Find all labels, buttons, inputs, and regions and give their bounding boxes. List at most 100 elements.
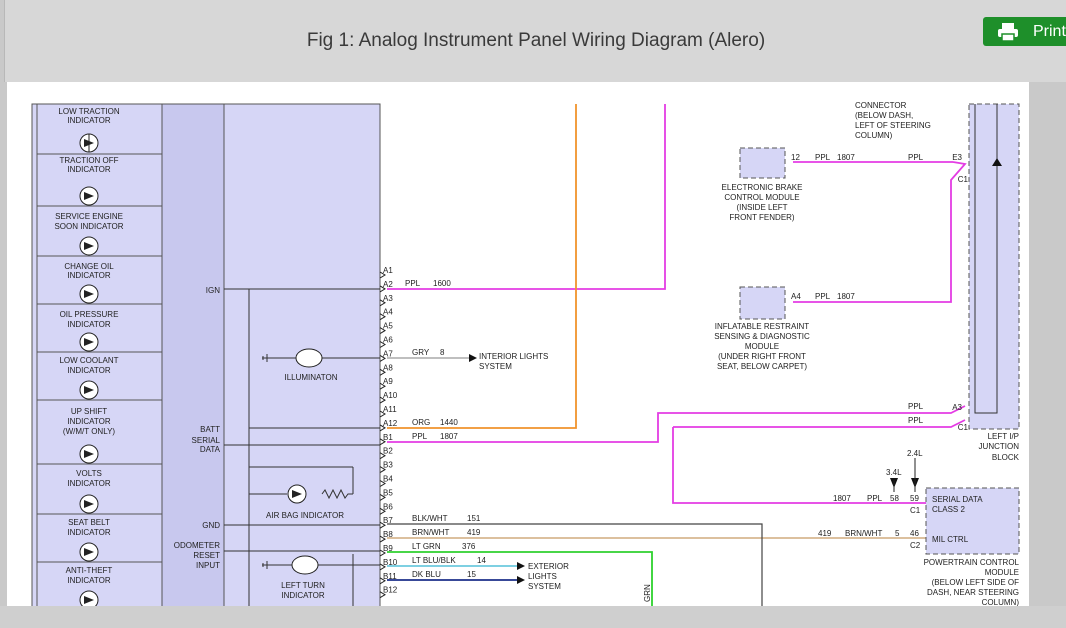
pin-mark-b8 <box>379 535 386 543</box>
pin-label-b12: B12 <box>383 586 398 595</box>
label-oil-pressure-2: INDICATOR <box>67 320 110 329</box>
wire-a2-circuit: 1600 <box>433 279 451 288</box>
label-volts-2: INDICATOR <box>67 479 110 488</box>
pcm-brnwht: BRN/WHT <box>845 529 882 538</box>
pin-mark-a6 <box>379 341 386 348</box>
pin-mark-a7 <box>379 354 386 362</box>
wire-b8-color: BRN/WHT <box>412 528 449 537</box>
pin-mark-a5 <box>379 327 386 335</box>
label-left-turn-1: LEFT TURN <box>281 581 325 590</box>
wire-b11-color: DK BLU <box>412 570 441 579</box>
wire-a12-org <box>387 104 577 429</box>
wire-a12-color: ORG <box>412 418 430 427</box>
pin-mark-a8 <box>379 368 386 376</box>
pin-label-a1: A1 <box>383 266 393 275</box>
label-batt: BATT <box>200 425 220 434</box>
ebcm-label-1: ELECTRONIC BRAKE <box>722 183 803 192</box>
pin-label-a2: A2 <box>383 280 393 289</box>
wire-b9-color: LT GRN <box>412 542 441 551</box>
pin-mark-b3 <box>379 466 386 474</box>
interior-lights-1: INTERIOR LIGHTS <box>479 352 548 361</box>
wire-b7-blkwht <box>387 523 763 606</box>
wire-b7-circuit: 151 <box>467 514 481 523</box>
pin-label-a3: A3 <box>383 294 393 303</box>
illumination-lamp-icon <box>295 348 323 368</box>
junction-ppl-1: PPL <box>908 402 924 411</box>
pin-label-b8: B8 <box>383 530 393 539</box>
label-service-engine-1: SERVICE ENGINE <box>55 212 123 221</box>
irs-label-3: MODULE <box>745 342 779 351</box>
label-up-shift-2: INDICATOR <box>67 417 110 426</box>
wire-b11-circuit: 15 <box>467 570 476 579</box>
pin-label-a8: A8 <box>383 363 393 372</box>
irs-wire: PPL <box>815 292 831 301</box>
pin-label-a9: A9 <box>383 377 393 386</box>
pin-label-a6: A6 <box>383 336 393 345</box>
ebcm-label-2: CONTROL MODULE <box>724 193 799 202</box>
label-low-coolant-2: INDICATOR <box>67 366 110 375</box>
pcm-label-2: MODULE <box>985 568 1019 577</box>
junction-label-3: BLOCK <box>992 453 1020 462</box>
printer-icon <box>998 23 1018 42</box>
pin-mark-a4 <box>379 313 386 321</box>
pin-label-b5: B5 <box>383 488 393 497</box>
exterior-lights-1: EXTERIOR <box>528 562 569 571</box>
pcm-label-4: DASH, NEAR STEERING <box>927 588 1019 597</box>
pin-mark-a11 <box>379 410 386 418</box>
wire-e3-c1-ppl <box>793 161 967 303</box>
label-ign: IGN <box>206 286 220 295</box>
pcm-circuit-419: 419 <box>818 529 832 538</box>
pin-mark-b2 <box>379 452 386 460</box>
pcm-pin-46: 46 <box>910 529 919 538</box>
pcm-c1: C1 <box>910 506 921 515</box>
indicator-change-oil: CHANGE OIL INDICATOR <box>37 236 162 280</box>
wire-a2-color: PPL <box>405 279 421 288</box>
page-title: Fig 1: Analog Instrument Panel Wiring Di… <box>306 30 766 51</box>
ebcm-module <box>739 147 786 179</box>
pin-label-a7: A7 <box>383 349 393 358</box>
label-change-oil-1: CHANGE OIL <box>64 262 114 271</box>
pin-mark-b10 <box>379 563 386 571</box>
pin-mark-b11 <box>379 577 386 585</box>
pcm-c2: C2 <box>910 541 921 550</box>
ebcm-pin: 12 <box>791 153 800 162</box>
pcm-pin-59: 59 <box>910 494 919 503</box>
pin-label-a5: A5 <box>383 322 393 331</box>
ebcm-wire: PPL <box>815 153 831 162</box>
label-illumination: ILLUMINATON <box>284 373 337 382</box>
label-change-oil-2: INDICATOR <box>67 271 110 280</box>
wire-b1-ppl <box>387 405 966 443</box>
label-gnd: GND <box>202 521 220 530</box>
label-anti-theft-2: INDICATOR <box>67 576 110 585</box>
label-volts-1: VOLTS <box>76 469 102 478</box>
junction-e3: E3 <box>952 153 962 162</box>
pcm-3-4l: 3.4L <box>886 468 902 477</box>
wire-layer <box>387 104 967 606</box>
pin-mark-b12 <box>379 591 386 599</box>
cluster-internal-lines <box>224 288 380 606</box>
label-serial-2: DATA <box>200 445 221 454</box>
wire-b1-circuit: 1807 <box>440 432 458 441</box>
wire-a2-ppl <box>387 104 666 290</box>
label-traction-off-2: INDICATOR <box>67 165 110 174</box>
led-arrows <box>84 139 94 604</box>
header-bar: Fig 1: Analog Instrument Panel Wiring Di… <box>4 0 1066 82</box>
pcm-serial-1: SERIAL DATA <box>932 495 983 504</box>
wiring-diagram: LOW TRACTION INDICATOR TRACTION OFF INDI… <box>31 101 1020 606</box>
pin-mark-b9 <box>379 549 386 557</box>
ebcm-wire-2: PPL <box>908 153 924 162</box>
wire-arrows <box>469 354 919 584</box>
pin-label-b11: B11 <box>383 572 397 581</box>
label-low-coolant-1: LOW COOLANT <box>59 356 118 365</box>
pcm-label-5: COLUMN) <box>982 598 1020 606</box>
left-ip-junction-block <box>968 103 1020 430</box>
pin-label-b2: B2 <box>383 447 393 456</box>
pcm-label-1: POWERTRAIN CONTROL <box>924 558 1020 567</box>
print-button[interactable]: Print <box>983 17 1066 46</box>
pin-label-b10: B10 <box>383 558 398 567</box>
pin-mark-b7 <box>379 521 386 529</box>
indicator-low-traction: LOW TRACTION INDICATOR <box>58 107 119 125</box>
footer-bar <box>0 606 1066 628</box>
wire-a12-circuit: 1440 <box>440 418 458 427</box>
label-up-shift-1: UP SHIFT <box>71 407 107 416</box>
